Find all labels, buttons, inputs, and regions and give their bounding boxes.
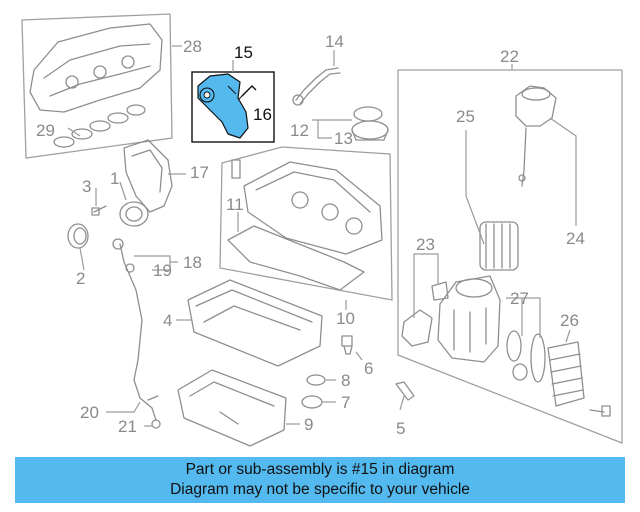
head-cover-gasket-part[interactable] bbox=[227, 225, 365, 291]
banner-line-disclaimer: Diagram may not be specific to your vehi… bbox=[170, 481, 470, 498]
callout-18[interactable]: 18 bbox=[183, 253, 202, 272]
callout-labels: 28 29 15 16 14 12 13 22 25 24 17 3 1 2 1… bbox=[36, 32, 585, 438]
oil-filter-housing-part[interactable] bbox=[437, 275, 501, 363]
callout-10[interactable]: 10 bbox=[336, 309, 355, 328]
callout-19[interactable]: 19 bbox=[153, 261, 172, 280]
banner-line-part-number: Part or sub-assembly is #15 in diagram bbox=[185, 461, 455, 478]
callout-28[interactable]: 28 bbox=[183, 37, 202, 56]
intake-manifold-panel bbox=[21, 13, 173, 159]
callout-29[interactable]: 29 bbox=[36, 121, 55, 140]
bolt-part-16[interactable] bbox=[237, 85, 257, 101]
callout-15[interactable]: 15 bbox=[234, 43, 253, 62]
leader-lines bbox=[67, 45, 577, 427]
callout-5[interactable]: 5 bbox=[396, 419, 405, 438]
callout-11[interactable]: 11 bbox=[226, 195, 244, 214]
upper-oil-pan-part[interactable] bbox=[187, 279, 323, 367]
parts-diagram: 28 29 15 16 14 12 13 22 25 24 17 3 1 2 1… bbox=[21, 13, 623, 447]
lower-oil-pan-part[interactable] bbox=[177, 369, 287, 447]
cylinder-head-cover-part[interactable] bbox=[231, 159, 383, 255]
callout-22[interactable]: 22 bbox=[500, 47, 519, 66]
front-cover-part[interactable] bbox=[123, 139, 173, 213]
callout-12[interactable]: 12 bbox=[290, 121, 309, 140]
callout-21[interactable]: 21 bbox=[118, 417, 137, 436]
dipstick-part[interactable] bbox=[112, 238, 143, 381]
callout-1[interactable]: 1 bbox=[110, 169, 119, 188]
oil-filter-cap-part[interactable] bbox=[515, 85, 557, 187]
callout-14[interactable]: 14 bbox=[325, 32, 344, 51]
callout-16[interactable]: 16 bbox=[253, 105, 272, 124]
callout-20[interactable]: 20 bbox=[80, 403, 99, 422]
oil-filter-housing-panel bbox=[397, 69, 623, 444]
seal-part[interactable] bbox=[67, 223, 89, 249]
pulley-part[interactable] bbox=[119, 201, 149, 227]
callout-23[interactable]: 23 bbox=[416, 235, 435, 254]
oil-cooler-part[interactable] bbox=[547, 341, 585, 407]
washer-part-8[interactable] bbox=[306, 374, 326, 386]
oil-filter-element-part[interactable] bbox=[479, 221, 519, 271]
callout-17[interactable]: 17 bbox=[190, 163, 209, 182]
callout-6[interactable]: 6 bbox=[364, 359, 373, 378]
callout-13[interactable]: 13 bbox=[334, 129, 353, 148]
part-info-banner: Part or sub-assembly is #15 in diagram D… bbox=[15, 457, 625, 503]
housing-gasket-part[interactable] bbox=[401, 281, 449, 347]
intake-manifold-part[interactable] bbox=[29, 23, 163, 113]
callout-7[interactable]: 7 bbox=[341, 393, 350, 412]
callout-9[interactable]: 9 bbox=[304, 415, 313, 434]
callout-4[interactable]: 4 bbox=[163, 311, 172, 330]
bolt-part-cooler[interactable] bbox=[589, 405, 611, 417]
callout-26[interactable]: 26 bbox=[560, 311, 579, 330]
callout-8[interactable]: 8 bbox=[341, 371, 350, 390]
drain-plug-part[interactable] bbox=[341, 335, 353, 355]
callout-25[interactable]: 25 bbox=[456, 107, 475, 126]
breather-hose-part[interactable] bbox=[292, 67, 341, 106]
callout-24[interactable]: 24 bbox=[566, 229, 585, 248]
sensor-part[interactable] bbox=[395, 381, 415, 401]
intake-gasket-part[interactable] bbox=[53, 104, 146, 148]
washer-part-7[interactable] bbox=[301, 395, 323, 409]
callout-27[interactable]: 27 bbox=[510, 289, 529, 308]
callout-2[interactable]: 2 bbox=[76, 269, 85, 288]
bolt-part-3[interactable] bbox=[91, 205, 107, 216]
cylinder-head-cover-panel bbox=[219, 146, 393, 301]
o-ring-part[interactable] bbox=[506, 330, 546, 383]
callout-3[interactable]: 3 bbox=[82, 177, 91, 196]
timing-cover-part-15[interactable] bbox=[197, 73, 249, 139]
dipstick-tube-part[interactable] bbox=[133, 379, 161, 429]
oil-filler-cap-part[interactable] bbox=[351, 106, 389, 141]
